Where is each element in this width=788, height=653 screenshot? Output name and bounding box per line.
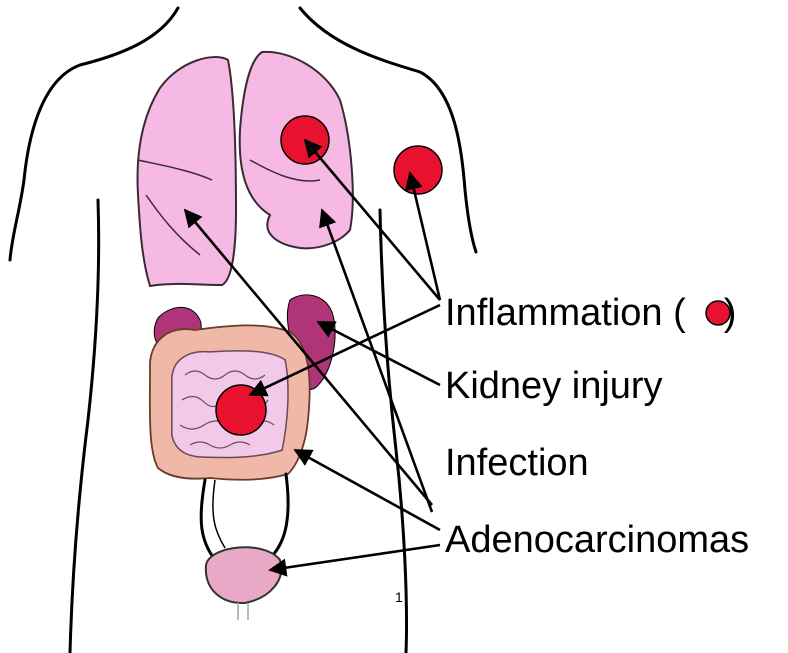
label-infection: Infection xyxy=(445,442,589,484)
page-number: 1 xyxy=(395,589,403,605)
inflammation-dot-skin xyxy=(394,146,442,194)
label-inflammation: Inflammation () xyxy=(445,292,736,334)
bladder xyxy=(206,547,281,620)
label-adenocarcinomas: Adenocarcinomas xyxy=(445,519,749,561)
inflammation-dot-gut xyxy=(216,385,266,435)
label-kidney-injury: Kidney injury xyxy=(445,365,663,407)
inflammation-legend-dot xyxy=(706,301,730,325)
